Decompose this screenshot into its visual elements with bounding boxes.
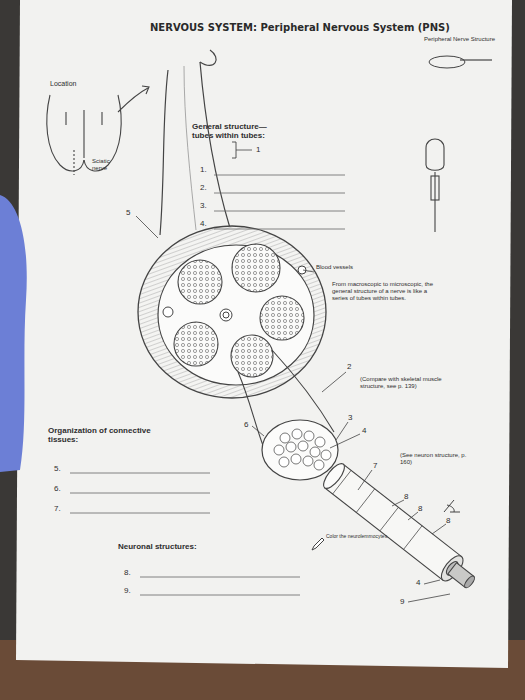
blank-number: 4. (200, 219, 207, 228)
callout-number: 8 (446, 516, 450, 525)
note-text: From macroscopic to microscopic, the gen… (332, 281, 444, 302)
blank-number: 8. (124, 568, 131, 577)
callout-number: 8 (404, 492, 408, 501)
callout-number: 4 (362, 426, 366, 435)
callout-number: 3 (348, 413, 352, 422)
blank-number: 5. (54, 464, 61, 473)
location-label: Location (50, 80, 76, 88)
section-heading: Neuronal structures: (118, 542, 197, 551)
blank-number: 2. (200, 183, 207, 192)
blank-number: 1. (200, 165, 207, 174)
note-text: (See neuron structure, p. 160) (400, 452, 470, 466)
blank-number: 9. (124, 586, 131, 595)
note-text: (Compare with skeletal muscle structure,… (360, 376, 452, 390)
callout-number: 1 (256, 145, 260, 154)
callout-number: 5 (126, 208, 130, 217)
section-heading: General structure— tubes within tubes: (192, 122, 288, 140)
callout-number: 7 (373, 461, 377, 470)
callout-number: 4 (416, 578, 420, 587)
part-label: Sciatic nerve (92, 158, 126, 172)
callout-number: 6 (244, 420, 248, 429)
callout-number: 9 (400, 597, 404, 606)
section-heading: Organization of connective tissues: (48, 426, 158, 444)
instruction-text: Color the neurolemmocytes. (326, 534, 396, 540)
page-title: NERVOUS SYSTEM: Peripheral Nervous Syste… (150, 22, 450, 33)
callout-number: 2 (347, 362, 351, 371)
blank-number: 6. (54, 484, 61, 493)
blank-number: 7. (54, 504, 61, 513)
part-label: Blood vessels (316, 264, 353, 271)
subtitle: Peripheral Nerve Structure (424, 36, 504, 43)
callout-number: 8 (418, 504, 422, 513)
blank-number: 3. (200, 201, 207, 210)
